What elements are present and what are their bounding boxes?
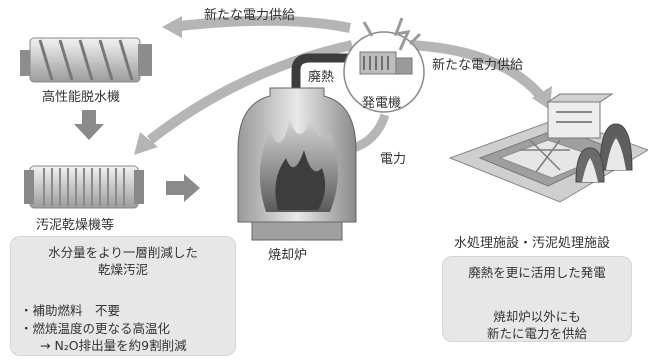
label-power: 電力 [380, 152, 407, 167]
right-box-line2: 新たに電力を供給 [486, 326, 587, 341]
left-box-title-line2: 乾燥汚泥 [97, 262, 148, 277]
right-box-title: 廃熱を更に活用した発電 [468, 265, 606, 280]
left-info-box [10, 236, 236, 356]
label-incinerator: 焼却炉 [268, 248, 308, 263]
arrow-dewatering-to-dryer [74, 110, 104, 140]
dewatering-machine [20, 37, 152, 83]
sludge-dryer [24, 165, 144, 209]
waste-heat-pipe [291, 53, 350, 96]
label-new-power-right: 新たな電力供給 [432, 58, 524, 73]
incinerator [237, 87, 357, 241]
generator [343, 17, 425, 113]
treatment-facility [448, 93, 648, 203]
arrow-power-to-dryer [134, 40, 354, 155]
arrow-power-to-dewatering [162, 15, 351, 38]
label-generator: 発電機 [362, 96, 402, 111]
left-box-bullet3: → N₂O排出量を約9割削減 [40, 338, 187, 353]
right-box-line1: 焼却炉以外にも [493, 309, 581, 324]
label-sludge-dryer: 汚泥乾燥機等 [36, 218, 115, 233]
label-dewatering-machine: 高性能脱水機 [42, 90, 121, 105]
right-info-box [442, 256, 632, 342]
left-box-bullet1: ・補助燃料 不要 [20, 303, 121, 318]
label-treatment-facility: 水処理施設・汚泥処理施設 [454, 236, 611, 251]
left-box-title-line1: 水分量をより一層削減した [48, 245, 198, 260]
arrow-dryer-to-incinerator [166, 174, 200, 202]
label-waste-heat: 廃熱 [308, 70, 335, 85]
label-new-power-top: 新たな電力供給 [204, 8, 296, 23]
left-box-bullet2: ・燃焼温度の更なる高温化 [20, 321, 171, 336]
arrow-power-to-facility [409, 40, 552, 110]
